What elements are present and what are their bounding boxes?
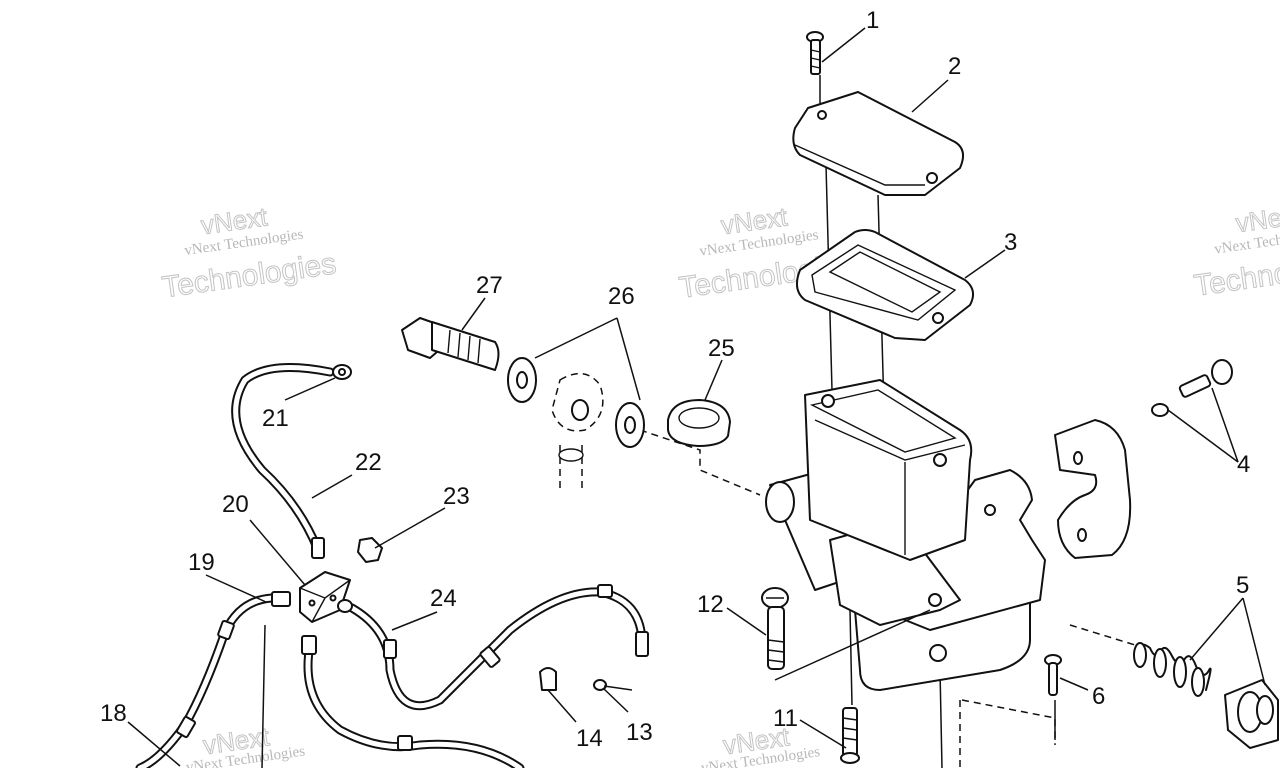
leader-lines: [127, 27, 1266, 767]
watermark-bottom-left: vNext vNext Technologies: [185, 721, 306, 768]
callout-12: 12: [697, 591, 724, 618]
part-6-pin: [1044, 654, 1062, 696]
watermark-right: vNext vNext Technologies Technologies: [1192, 199, 1280, 303]
callout-2: 2: [948, 53, 961, 80]
callout-26: 26: [608, 283, 635, 310]
callout-4: 4: [1237, 451, 1250, 478]
part-3-gasket: [795, 229, 975, 341]
part-11-screw: [840, 707, 860, 764]
callout-5: 5: [1236, 572, 1249, 599]
callout-14: 14: [576, 725, 603, 752]
callout-1: 1: [866, 7, 879, 34]
part-12-pivot-bolt: [761, 587, 931, 681]
part-25-boot: [667, 399, 731, 447]
callout-13: 13: [626, 719, 653, 746]
part-27-bolt: [401, 317, 500, 371]
part-1-screw: [806, 31, 824, 75]
brake-hoses: [135, 363, 649, 768]
part-5-spring-and-piston: [1133, 642, 1279, 749]
callout-11: 11: [773, 705, 798, 732]
callout-18: 18: [100, 700, 127, 727]
watermark-left: vNext vNext Technologies Technologies: [160, 201, 339, 305]
callout-23: 23: [443, 483, 470, 510]
part-14-clip: [539, 667, 557, 691]
callout-6: 6: [1092, 683, 1105, 710]
callout-19: 19: [188, 549, 215, 576]
watermark-bottom-center: vNext vNext Technologies: [700, 721, 821, 768]
callout-20: 20: [222, 491, 249, 518]
master-cylinder-body: [765, 379, 1046, 691]
callout-24: 24: [430, 585, 457, 612]
part-23-bleeder: [357, 537, 383, 563]
callout-3: 3: [1004, 229, 1017, 256]
part-13-pin: [593, 679, 633, 691]
callout-numbers: 1 2 3 4 5 6 11 12 13 14 18 19 20 21 22 2…: [100, 7, 1250, 752]
part-2-reservoir-cover: [792, 91, 965, 196]
callout-21: 21: [262, 405, 289, 432]
callout-27: 27: [476, 272, 503, 299]
callout-25: 25: [708, 335, 735, 362]
part-26-washers: [507, 357, 645, 490]
part-4-clamp-and-screw: [1054, 359, 1233, 559]
part-20-tee-block: [299, 571, 353, 623]
callout-22: 22: [355, 449, 382, 476]
